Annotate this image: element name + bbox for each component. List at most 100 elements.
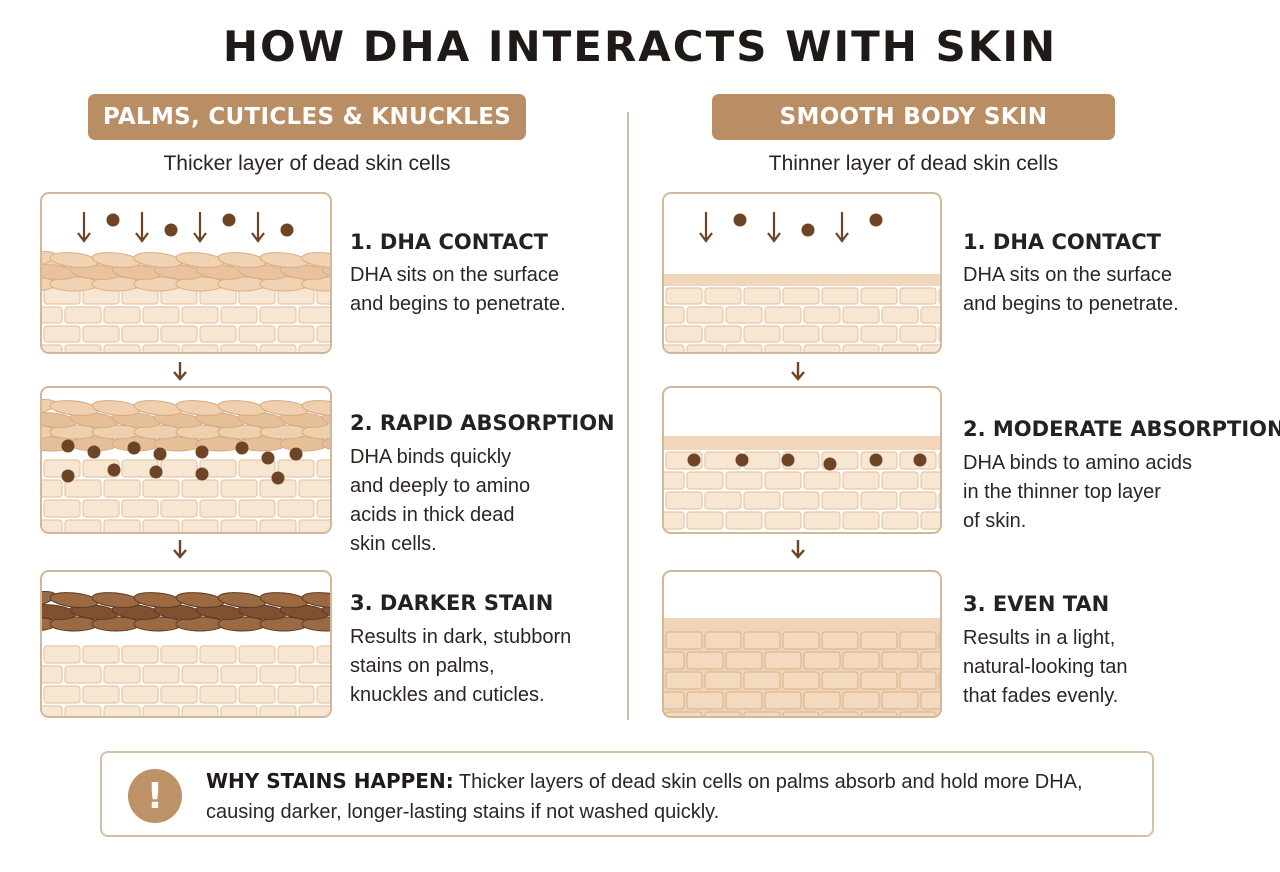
skin-cell [920, 471, 940, 490]
callout-body: Thicker layers of dead skin cells on pal… [206, 771, 1083, 823]
stained-flake [301, 592, 330, 608]
skin-cell [686, 511, 724, 530]
skin-cell [298, 306, 330, 324]
dha-dot [261, 451, 275, 465]
left-panel-absorption [40, 386, 332, 534]
skin-cell [181, 344, 219, 352]
skin-cell [64, 665, 102, 684]
skin-cell [860, 711, 898, 716]
skin-cell [181, 519, 219, 532]
flow-arrow-down-icon [791, 540, 805, 559]
skin-cell [121, 645, 159, 664]
skin-cell [704, 711, 742, 716]
skin-cell [160, 499, 198, 518]
skin-cell [743, 325, 781, 343]
skin-cell [316, 685, 330, 704]
skin-cell [938, 452, 940, 469]
down-arrow-icon [135, 212, 149, 243]
left-panel-contact [40, 192, 332, 354]
skin-cell [860, 631, 898, 650]
dha-dot [195, 467, 209, 481]
skin-cell [881, 691, 919, 710]
skin-cell [181, 479, 219, 498]
thick-skin-contact-illustration [42, 212, 330, 352]
down-arrow-icon [767, 212, 781, 243]
skin-cell [842, 306, 880, 324]
skin-cell [665, 491, 703, 510]
skin-cell [316, 287, 330, 305]
skin-cell [43, 325, 81, 343]
skin-cell [803, 306, 841, 324]
skin-cell [64, 705, 102, 716]
dha-dot [280, 223, 294, 237]
skin-cell [782, 325, 820, 343]
right-step2-text: DHA binds to amino acids in the thinner … [963, 449, 1233, 536]
skin-cell [665, 631, 703, 650]
skin-cell [298, 665, 330, 684]
skin-cell [821, 671, 859, 690]
skin-cell [82, 685, 120, 704]
text-line: and begins to penetrate. [963, 293, 1179, 315]
dha-dot [61, 469, 75, 483]
skin-cell [316, 499, 330, 518]
skin-cell [220, 519, 258, 532]
text-line: acids in thick dead [350, 504, 515, 526]
skin-cell [821, 491, 859, 510]
skin-cell [725, 651, 763, 670]
dha-dot [235, 441, 249, 455]
callout-text: WHY STAINS HAPPEN: Thicker layers of dea… [206, 766, 1136, 827]
thin-skin-absorption-illustration [664, 436, 940, 530]
dha-dot [149, 465, 163, 479]
why-stains-callout: ! WHY STAINS HAPPEN: Thicker layers of d… [100, 751, 1154, 837]
skin-cell [842, 344, 880, 352]
skin-cell [704, 631, 742, 650]
text-line: knuckles and cuticles. [350, 684, 545, 706]
skin-cell [82, 325, 120, 343]
skin-cell [725, 306, 763, 324]
dha-dot [106, 213, 120, 227]
skin-cell [103, 344, 141, 352]
text-line: that fades evenly. [963, 685, 1119, 707]
skin-cell [704, 325, 742, 343]
skin-cell [259, 519, 297, 532]
skin-cell [860, 325, 898, 343]
skin-cell [920, 511, 940, 530]
right-step3-text: Results in a light, natural-looking tan … [963, 624, 1223, 711]
left-step2-text: DHA binds quickly and deeply to amino ac… [350, 443, 610, 559]
exclamation-icon: ! [128, 769, 182, 823]
skin-cell [259, 306, 297, 324]
skin-cell [764, 306, 802, 324]
skin-cell [860, 671, 898, 690]
flow-arrow-down-icon [791, 362, 805, 381]
skin-cell [899, 671, 937, 690]
dha-dot [687, 453, 701, 467]
skin-cell [160, 287, 198, 305]
dha-dot [733, 213, 747, 227]
dha-dot [271, 471, 285, 485]
skin-cell [220, 344, 258, 352]
skin-cell [103, 479, 141, 498]
skin-cell [821, 287, 859, 305]
skin-cell [238, 459, 276, 478]
text-line: natural-looking tan [963, 656, 1128, 678]
skin-cell [160, 685, 198, 704]
skin-cell [42, 705, 63, 716]
left-header: PALMS, CUTICLES & KNUCKLES [88, 94, 526, 140]
dead-cell-flake [321, 438, 330, 450]
dha-dot [869, 213, 883, 227]
thin-top-layer [664, 274, 940, 286]
thin-top-layer [664, 436, 940, 450]
left-step3-title: 3. DARKER STAIN [350, 591, 554, 615]
skin-cell [121, 685, 159, 704]
down-arrow-icon [251, 212, 265, 243]
skin-cell [782, 671, 820, 690]
skin-cell [899, 325, 937, 343]
skin-cell [803, 691, 841, 710]
skin-cell [899, 711, 937, 716]
left-step1-text: DHA sits on the surface and begins to pe… [350, 261, 610, 319]
skin-cell [704, 287, 742, 305]
skin-cell [42, 344, 63, 352]
down-arrow-icon [699, 212, 713, 243]
skin-cell [764, 344, 802, 352]
skin-cell [664, 471, 685, 490]
